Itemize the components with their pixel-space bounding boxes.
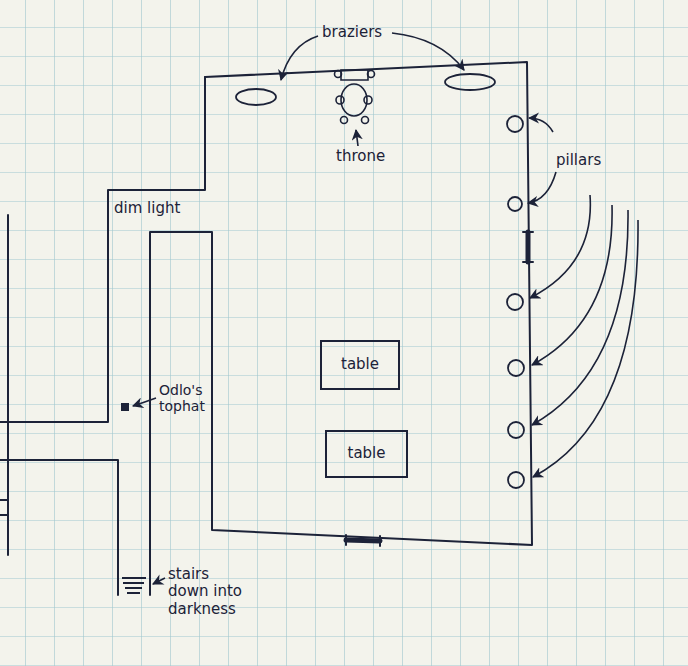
leader-line bbox=[133, 398, 156, 406]
leader-line bbox=[532, 205, 612, 365]
map-note: pillars bbox=[556, 152, 601, 169]
door bbox=[346, 535, 380, 546]
leader-lines bbox=[133, 33, 638, 584]
map-note: dim light bbox=[114, 200, 180, 217]
corridor-mark bbox=[0, 500, 8, 515]
map-note: throne bbox=[336, 148, 385, 165]
table-label: table bbox=[348, 445, 386, 462]
table-box: table bbox=[320, 340, 400, 390]
throne-symbol bbox=[335, 70, 375, 124]
tophat-marker bbox=[121, 403, 129, 411]
leader-line bbox=[281, 36, 318, 80]
stairs-symbol bbox=[122, 578, 146, 593]
pillar bbox=[508, 360, 524, 376]
corridor-wall bbox=[0, 77, 205, 422]
leader-line bbox=[153, 578, 165, 584]
walls bbox=[0, 62, 532, 595]
pillar bbox=[508, 197, 522, 211]
map-note: stairs down into darkness bbox=[168, 566, 250, 618]
map-note: Odlo's tophat bbox=[159, 382, 211, 414]
leader-line bbox=[529, 118, 553, 132]
leader-line bbox=[532, 210, 628, 425]
pillar bbox=[508, 472, 524, 488]
table-box: table bbox=[325, 430, 408, 478]
pillar bbox=[508, 422, 524, 438]
door bbox=[526, 232, 531, 262]
table-label: table bbox=[341, 356, 379, 373]
pillar bbox=[507, 294, 523, 310]
leader-line bbox=[530, 195, 590, 298]
brazier bbox=[236, 89, 276, 105]
corridor-wall bbox=[0, 460, 118, 595]
leader-line bbox=[528, 172, 556, 203]
pillars bbox=[507, 116, 524, 488]
leader-line bbox=[533, 220, 638, 477]
leader-line bbox=[392, 33, 464, 70]
door bbox=[523, 232, 533, 262]
door bbox=[346, 540, 380, 541]
room-wall bbox=[150, 62, 532, 595]
brazier bbox=[445, 74, 495, 90]
braziers bbox=[236, 74, 495, 105]
map-note: braziers bbox=[322, 24, 382, 41]
pillar bbox=[507, 116, 523, 132]
corridor-wall bbox=[7, 215, 9, 555]
leader-line bbox=[356, 130, 358, 146]
